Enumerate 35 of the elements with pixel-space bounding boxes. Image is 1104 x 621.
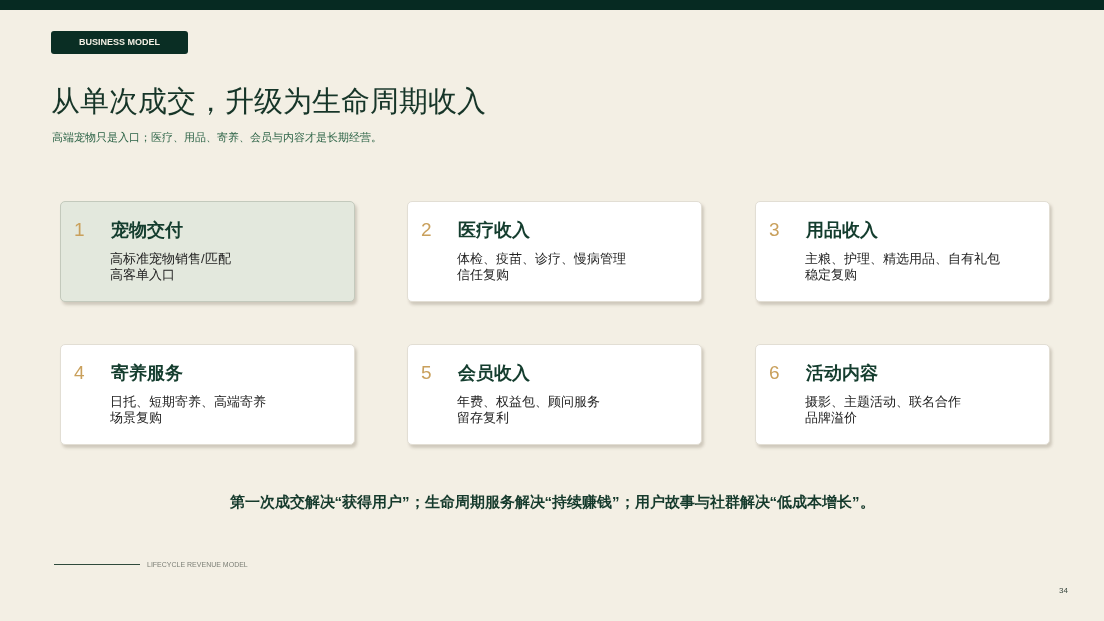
summary-text: 第一次成交解决“获得用户”；生命周期服务解决“持续赚钱”；用户故事与社群解决“低成本增长”。: [228, 492, 876, 512]
slide-title: 从单次成交，升级为生命周期收入: [51, 84, 486, 118]
step-number: 3: [769, 219, 780, 241]
card-heading: 寄养服务: [111, 362, 183, 384]
section-tag: BUSINESS MODEL: [51, 31, 188, 54]
step-number: 1: [74, 219, 85, 241]
card-text: 留存复利: [457, 410, 509, 426]
card-text: 高客单入口: [110, 267, 175, 283]
card-heading: 宠物交付: [111, 219, 183, 241]
step-number: 6: [769, 362, 780, 384]
card-text: 主粮、护理、精选用品、自有礼包: [805, 251, 1000, 267]
step-number: 5: [421, 362, 432, 384]
card-text: 高标准宠物销售/匹配: [110, 251, 231, 267]
subtitle: 高端宠物只是入口；医疗、用品、寄养、会员与内容才是长期经营。: [52, 130, 382, 144]
card-heading: 医疗收入: [458, 219, 530, 241]
revenue-card: [755, 344, 1050, 445]
card-text: 信任复购: [457, 267, 509, 283]
card-text: 场景复购: [110, 410, 162, 426]
revenue-card: [407, 201, 702, 302]
card-heading: 会员收入: [458, 362, 530, 384]
revenue-card: [60, 201, 355, 302]
card-text: 摄影、主题活动、联名合作: [805, 394, 961, 410]
card-text: 日托、短期寄养、高端寄养: [110, 394, 266, 410]
step-number: 4: [74, 362, 85, 384]
page-number: 34: [1059, 586, 1068, 596]
revenue-card: [407, 344, 702, 445]
card-text: 年费、权益包、顾问服务: [457, 394, 600, 410]
card-text: 品牌溢价: [805, 410, 857, 426]
card-heading: 用品收入: [806, 219, 878, 241]
step-number: 2: [421, 219, 432, 241]
revenue-card: [60, 344, 355, 445]
card-text: 稳定复购: [805, 267, 857, 283]
card-text: 体检、疫苗、诊疗、慢病管理: [457, 251, 626, 267]
revenue-card: [755, 201, 1050, 302]
card-heading: 活动内容: [806, 362, 878, 384]
